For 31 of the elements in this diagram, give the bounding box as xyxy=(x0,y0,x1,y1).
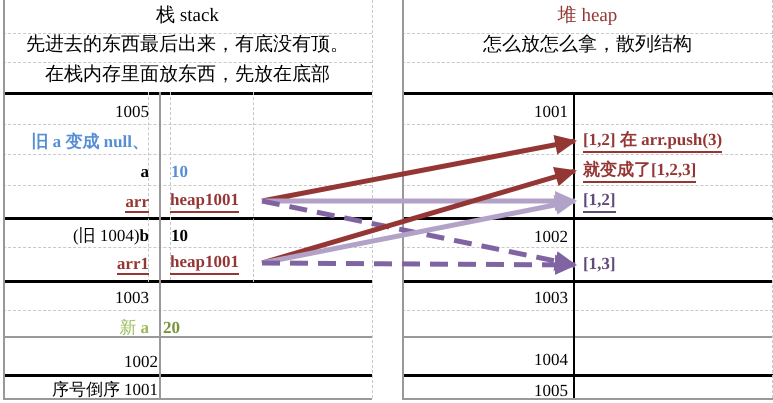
note: 先进去的东西最后出来，有底没有顶。 xyxy=(25,33,350,57)
array-value: [1,3] xyxy=(583,253,616,277)
variable-name: arr xyxy=(124,191,149,214)
note: 序号倒序 1001 xyxy=(50,379,158,401)
value-text: 10 xyxy=(171,161,189,183)
address-number: 1005 xyxy=(114,101,149,123)
reference-value: heap1001 xyxy=(170,189,239,213)
reference-value: heap1001 xyxy=(170,251,239,275)
variable-name: a xyxy=(140,161,149,183)
address-number: 1003 xyxy=(533,287,568,309)
address-number: 1004 xyxy=(533,349,568,371)
address-number: 1003 xyxy=(114,287,149,309)
array-value: [1,2] xyxy=(583,189,616,213)
array-value: 就变成了[1,2,3] xyxy=(583,159,696,183)
note: 在栈内存里面放东西，先放在底部 xyxy=(44,63,331,87)
variable-name: (旧 1004)b xyxy=(72,225,149,247)
address-number: 1005 xyxy=(533,380,568,402)
address-number: 1002 xyxy=(123,351,158,373)
variable-name: arr1 xyxy=(116,253,149,276)
value-text: 10 xyxy=(171,225,189,247)
address-number: 1002 xyxy=(533,226,568,248)
value-text: 20 xyxy=(163,317,181,339)
arrow xyxy=(262,191,577,211)
variable-name: 新 a xyxy=(118,317,149,339)
array-value: [1,2] 在 arr.push(3) xyxy=(583,129,722,153)
arrow xyxy=(262,254,577,275)
note: 怎么放怎么拿，散列结构 xyxy=(482,33,693,57)
column-heading: 栈 stack xyxy=(155,4,220,28)
column-heading: 堆 heap xyxy=(556,4,618,28)
note: 旧 a 变成 null、 xyxy=(30,131,149,153)
address-number: 1001 xyxy=(533,101,568,123)
